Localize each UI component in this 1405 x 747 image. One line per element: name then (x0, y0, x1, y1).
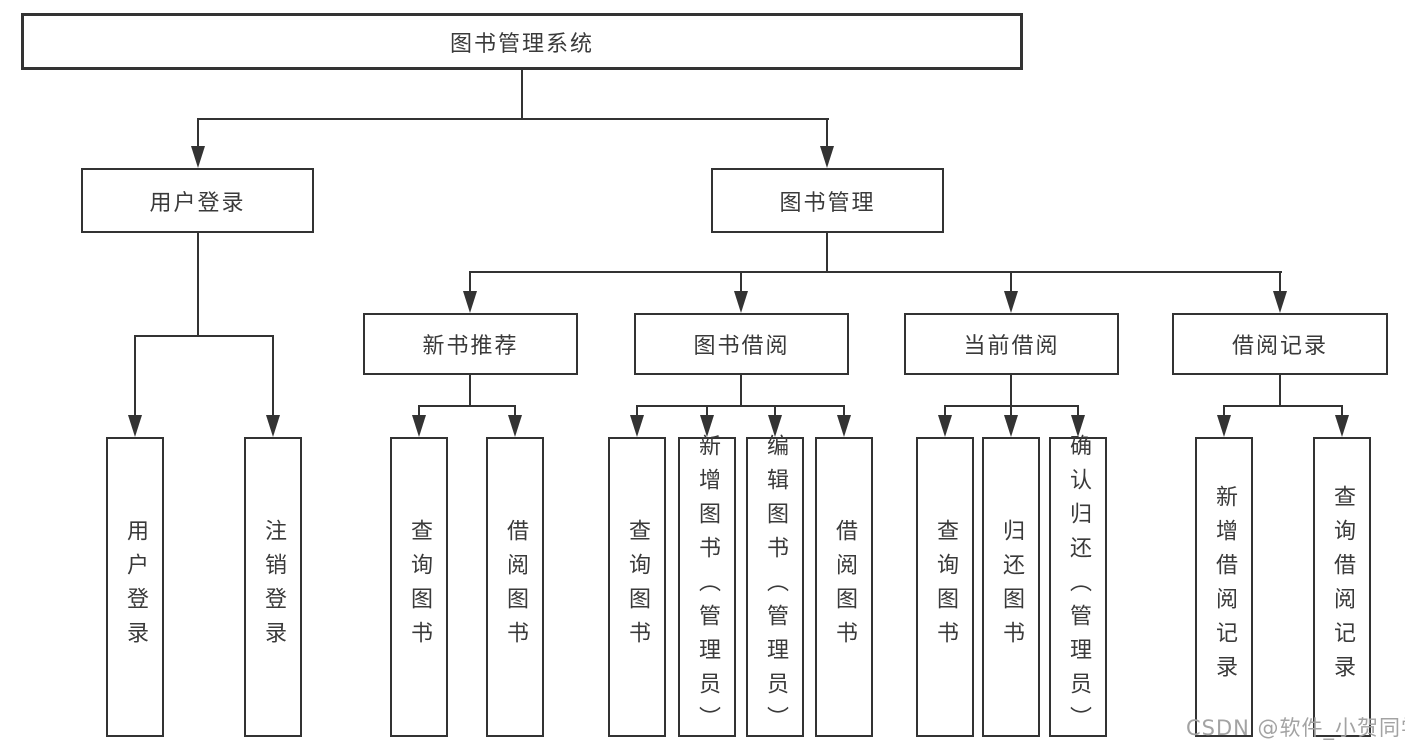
arrowhead-down-icon (191, 146, 205, 168)
leaf-add-books-admin: 新增图书（管理员） (678, 434, 736, 740)
connector-line (636, 405, 638, 419)
connector-line (740, 271, 742, 293)
node-current-borrowing: 当前借阅 (904, 313, 1119, 375)
connector-line (945, 405, 1079, 407)
leaf-label: 查询借阅记录 (1330, 485, 1355, 689)
node-label: 图书借阅 (693, 334, 790, 359)
arrowhead-down-icon (1071, 415, 1085, 437)
connector-line (740, 375, 742, 405)
arrowhead-down-icon (1004, 415, 1018, 437)
leaf-label: 借阅图书 (503, 519, 528, 655)
node-label: 图书管理 (779, 190, 876, 216)
connector-line (1010, 375, 1012, 405)
node-library-management-system: 图书管理系统 (21, 13, 1023, 70)
connector-line (197, 118, 199, 152)
arrowhead-down-icon (734, 291, 748, 313)
connector-line (1341, 405, 1343, 419)
connector-line (134, 335, 136, 417)
leaf-label: 查询图书 (407, 519, 432, 655)
leaf-confirm-return-admin: 确认归还（管理员） (1049, 434, 1107, 740)
connector-line (470, 271, 1282, 273)
leaf-label: 归还图书 (999, 519, 1024, 655)
node-book-borrowing: 图书借阅 (634, 313, 849, 375)
connector-line (1223, 405, 1225, 419)
arrowhead-down-icon (1335, 415, 1349, 437)
arrowhead-down-icon (128, 415, 142, 437)
arrowhead-down-icon (1004, 291, 1018, 313)
arrowhead-down-icon (1217, 415, 1231, 437)
arrowhead-down-icon (412, 415, 426, 437)
connector-line (272, 335, 274, 417)
leaf-label: 确认归还（管理员） (1066, 434, 1091, 740)
node-borrowing-records: 借阅记录 (1172, 313, 1388, 375)
connector-line (197, 118, 829, 120)
arrowhead-down-icon (508, 415, 522, 437)
leaf-borrow-books-recommend: 借阅图书 (486, 437, 544, 737)
connector-line (418, 405, 420, 419)
connector-line (637, 405, 845, 407)
connector-line (419, 405, 516, 407)
connector-line (826, 233, 828, 273)
leaf-return-books: 归还图书 (982, 437, 1040, 737)
connector-line (944, 405, 946, 419)
connector-line (1077, 405, 1079, 419)
arrowhead-down-icon (463, 291, 477, 313)
arrowhead-down-icon (768, 415, 782, 437)
arrowhead-down-icon (938, 415, 952, 437)
connector-line (1010, 405, 1012, 419)
arrowhead-down-icon (820, 146, 834, 168)
connector-line (1279, 271, 1281, 293)
leaf-query-books-recommend: 查询图书 (390, 437, 448, 737)
leaf-label: 新增图书（管理员） (695, 434, 720, 740)
node-user-login: 用户登录 (81, 168, 314, 233)
leaf-borrow-books: 借阅图书 (815, 437, 873, 737)
leaf-query-books-current: 查询图书 (916, 437, 974, 737)
csdn-watermark: CSDN @软件_小贺同学 (1186, 716, 1405, 740)
connector-line (521, 69, 523, 118)
leaf-label: 用户登录 (123, 519, 148, 655)
node-label: 借阅记录 (1231, 334, 1328, 359)
leaf-label: 查询图书 (625, 519, 650, 655)
node-label: 当前借阅 (963, 334, 1060, 359)
connector-line (1279, 375, 1281, 405)
arrowhead-down-icon (700, 415, 714, 437)
node-label: 图书管理系统 (449, 31, 594, 57)
connector-line (1224, 405, 1343, 407)
arrowhead-down-icon (266, 415, 280, 437)
node-label: 新书推荐 (422, 334, 519, 359)
connector-line (469, 375, 471, 405)
leaf-label: 查询图书 (933, 519, 958, 655)
leaf-query-borrow-record: 查询借阅记录 (1313, 437, 1371, 737)
leaf-label: 借阅图书 (832, 519, 857, 655)
node-label: 用户登录 (149, 190, 246, 216)
connector-line (774, 405, 776, 419)
connector-line (514, 405, 516, 419)
node-book-management: 图书管理 (711, 168, 944, 233)
leaf-query-books-borrowing: 查询图书 (608, 437, 666, 737)
connector-line (197, 233, 199, 335)
leaf-label: 注销登录 (261, 519, 286, 655)
connector-line (843, 405, 845, 419)
connector-line (469, 271, 471, 293)
node-new-book-recommend: 新书推荐 (363, 313, 578, 375)
arrowhead-down-icon (630, 415, 644, 437)
leaf-add-borrow-record: 新增借阅记录 (1195, 437, 1253, 737)
connector-line (134, 335, 274, 337)
arrowhead-down-icon (837, 415, 851, 437)
leaf-user-login: 用户登录 (106, 437, 164, 737)
arrowhead-down-icon (1273, 291, 1287, 313)
leaf-label: 编辑图书（管理员） (763, 434, 788, 740)
leaf-logout: 注销登录 (244, 437, 302, 737)
connector-line (1010, 271, 1012, 293)
leaf-label: 新增借阅记录 (1212, 485, 1237, 689)
connector-line (706, 405, 708, 419)
leaf-edit-books-admin: 编辑图书（管理员） (746, 434, 804, 740)
connector-line (826, 118, 828, 152)
